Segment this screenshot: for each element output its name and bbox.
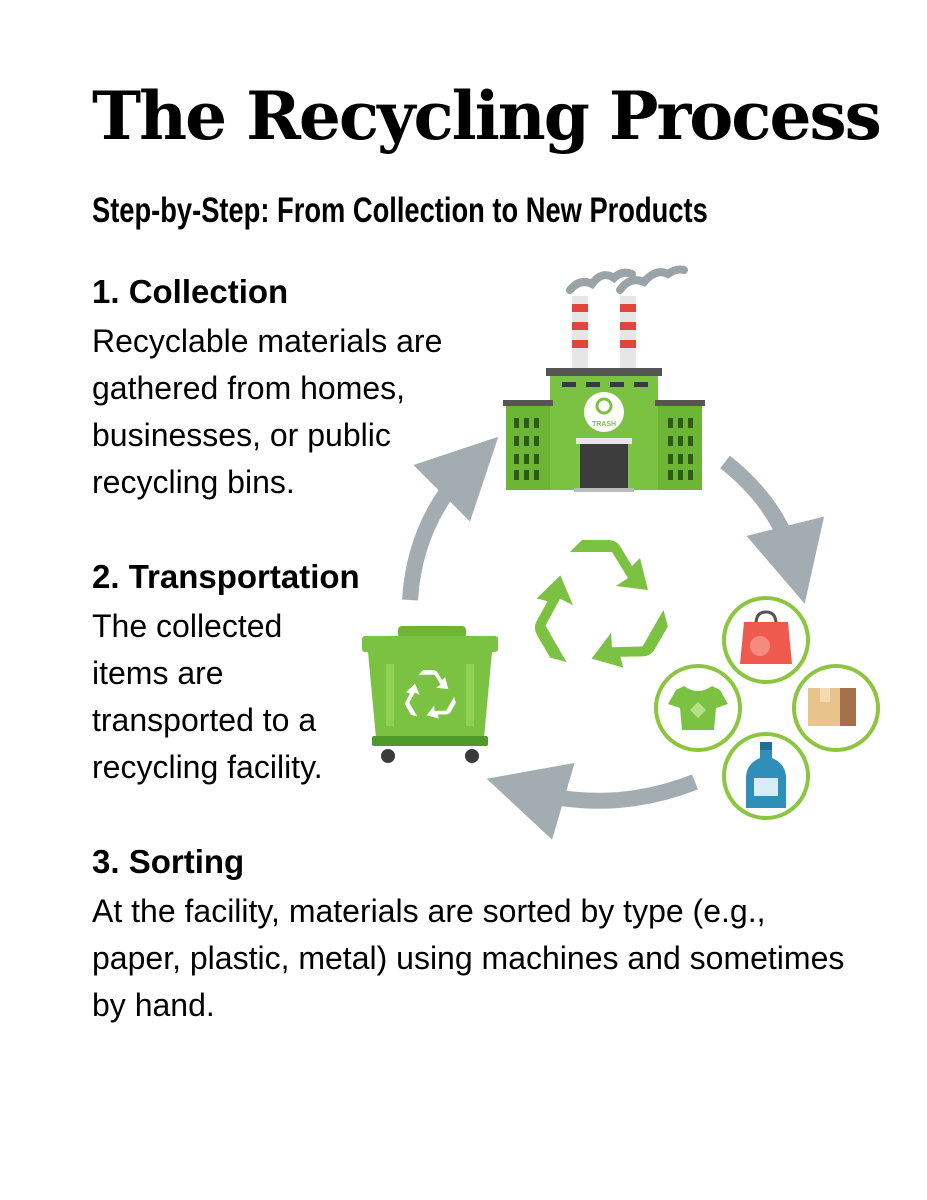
cycle-arrow-icon <box>402 436 825 840</box>
factory-icon: TRASH <box>503 265 705 492</box>
step-1-heading: 1. Collection <box>92 273 289 310</box>
arrow-products-to-bin <box>486 762 698 840</box>
cardboard-box-icon <box>792 664 880 752</box>
step-3-description: At the facility, materials are sorted by… <box>92 893 845 1023</box>
t-shirt-icon <box>654 664 742 752</box>
arrow-bin-to-factory <box>402 436 499 601</box>
factory-sign-label: TRASH <box>592 421 616 428</box>
arrow-factory-to-products <box>720 455 825 604</box>
step-1-description: Recyclable materials are gathered from h… <box>92 323 443 500</box>
step-2-description: The collected items are transported to a… <box>92 608 323 785</box>
step-2-heading: 2. Transportation <box>92 558 360 595</box>
page-title: The Recycling Process <box>92 77 882 155</box>
page-subtitle: Step-by-Step: From Collection to New Pro… <box>92 191 708 230</box>
recycle-symbol-icon <box>534 540 668 668</box>
step-3-heading: 3. Sorting <box>92 843 245 880</box>
shopping-bag-icon <box>722 596 810 684</box>
bottle-icon <box>722 732 810 820</box>
bin-recycle-icon <box>405 670 456 719</box>
recycling-bin-icon <box>362 626 498 763</box>
